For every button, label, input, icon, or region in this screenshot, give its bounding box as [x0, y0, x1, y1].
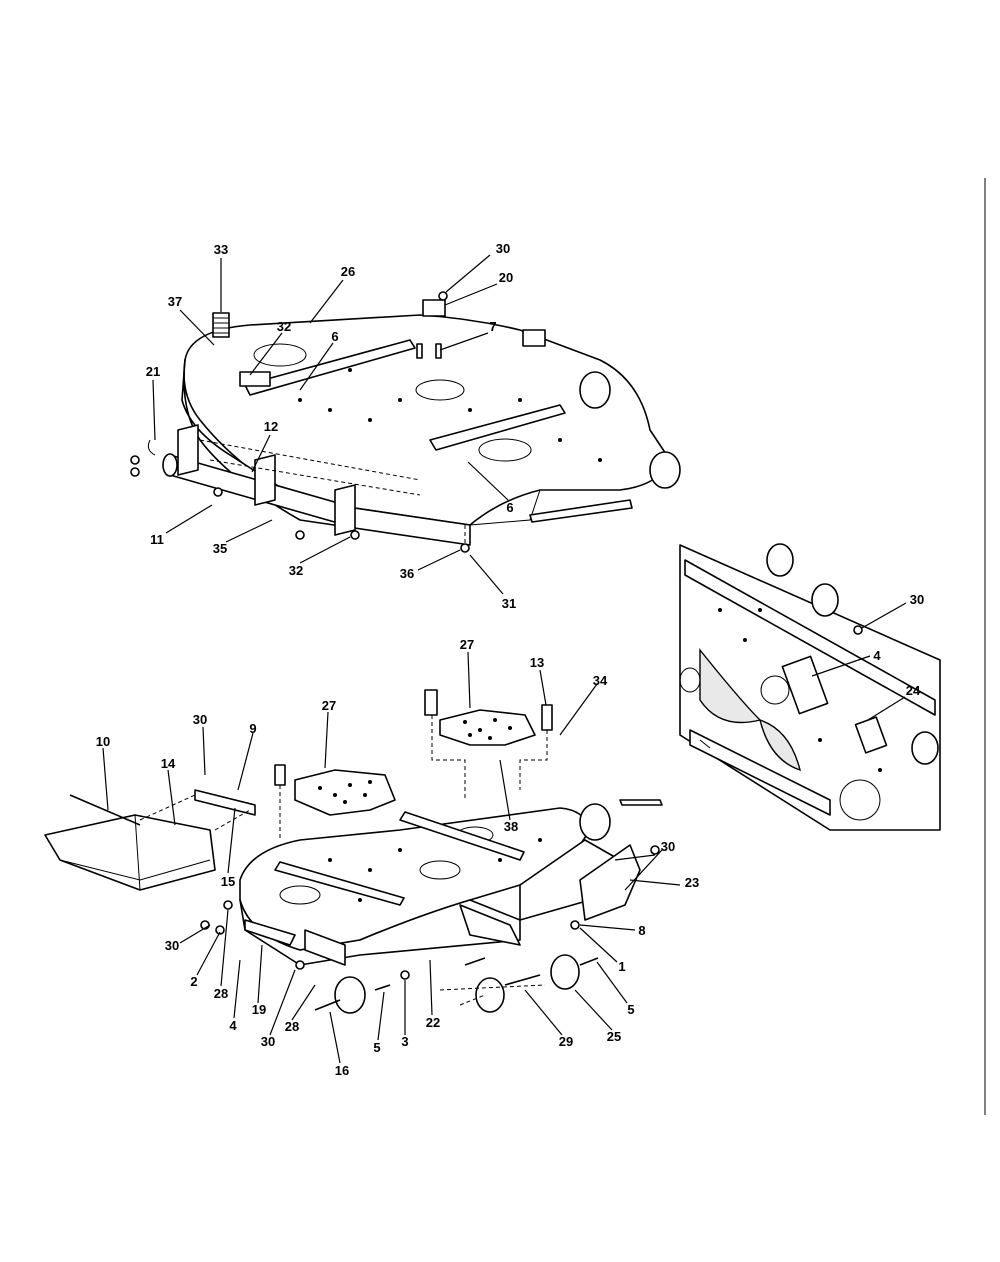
- front-wheel-1: [579, 371, 611, 409]
- callout-30: 30: [496, 241, 510, 256]
- front-brace: [529, 499, 633, 523]
- wheel-16: [334, 976, 366, 1014]
- callout-5-left: 5: [373, 1040, 380, 1055]
- lift-arm-left: [244, 339, 416, 396]
- callout-28-left: 28: [214, 986, 228, 1001]
- front-wheel-2: [649, 451, 681, 489]
- callout-7: 7: [489, 319, 496, 334]
- bracket-23: [579, 844, 641, 921]
- callout-4: 4: [229, 1018, 237, 1033]
- hinge-9: [194, 789, 256, 816]
- callout-30-lower-d: 30: [261, 1034, 275, 1049]
- callout-21: 21: [146, 364, 160, 379]
- callout-26: 26: [341, 264, 355, 279]
- callout-30-lower-b: 30: [661, 839, 675, 854]
- callout-36: 36: [400, 566, 414, 581]
- callout-1: 1: [618, 959, 625, 974]
- callout-10: 10: [96, 734, 110, 749]
- callout-20: 20: [499, 270, 513, 285]
- callout-27-right: 27: [460, 637, 474, 652]
- detail-view: [679, 543, 941, 831]
- pillow-block-20: [422, 299, 446, 317]
- lower-deck-assembly: [44, 689, 663, 1014]
- callout-27-left: 27: [322, 698, 336, 713]
- bracket-19: [244, 919, 296, 946]
- lower-callouts: 27 13 34 30 9 27 10 14 38 15 30 23 30 8 …: [96, 637, 699, 1078]
- callout-23: 23: [685, 875, 699, 890]
- spindle-opening-center: [415, 379, 465, 401]
- callout-15: 15: [221, 874, 235, 889]
- callout-13: 13: [530, 655, 544, 670]
- callout-32: 32: [277, 319, 291, 334]
- callout-35: 35: [213, 541, 227, 556]
- upper-callouts: 33 30 20 26 37 32 6 7 21 12 11 35 32 6 3…: [146, 241, 516, 611]
- cover-27-right: [439, 709, 536, 746]
- callout-11: 11: [150, 532, 164, 547]
- rod-10: [69, 794, 141, 826]
- callout-33: 33: [214, 242, 228, 257]
- pillow-block-rear: [522, 329, 546, 347]
- callout-8: 8: [638, 923, 645, 938]
- callout-25: 25: [607, 1029, 621, 1044]
- lower-leaders: [102, 651, 681, 1064]
- spindle-opening-right: [478, 438, 532, 462]
- callout-38: 38: [504, 819, 518, 834]
- roller-assembly: [130, 424, 360, 540]
- callout-34: 34: [593, 673, 608, 688]
- spring-33: [212, 312, 230, 338]
- callout-5-right: 5: [627, 1002, 634, 1017]
- upper-deck-assembly: [130, 291, 681, 553]
- bracket-left: [239, 371, 271, 387]
- callout-31: 31: [502, 596, 516, 611]
- callout-37: 37: [168, 294, 182, 309]
- wheel-29: [475, 977, 505, 1013]
- callout-30-lower-c: 30: [165, 938, 179, 953]
- callout-2: 2: [190, 974, 197, 989]
- callout-12: 12: [264, 419, 278, 434]
- spindle-opening-left: [253, 343, 307, 367]
- wheel-25: [550, 954, 580, 990]
- callout-22: 22: [426, 1015, 440, 1030]
- detail-callouts: 30 4 24: [873, 592, 924, 698]
- callout-16: 16: [335, 1063, 349, 1078]
- callout-29: 29: [559, 1034, 573, 1049]
- upper-leaders: [152, 254, 509, 595]
- callout-3: 3: [401, 1034, 408, 1049]
- callout-30-lower-a: 30: [193, 712, 207, 727]
- discharge-chute-14: [44, 814, 216, 891]
- callout-32-lower: 32: [289, 563, 303, 578]
- callout-28-right: 28: [285, 1019, 299, 1034]
- detail-leaders: [811, 602, 907, 721]
- callout-19: 19: [252, 1002, 266, 1017]
- callout-24-detail: 24: [906, 683, 921, 698]
- callout-4-detail: 4: [873, 648, 881, 663]
- callout-6: 6: [331, 329, 338, 344]
- callout-6-lower: 6: [506, 500, 513, 515]
- wheel-rear: [579, 803, 611, 841]
- callout-9: 9: [249, 721, 256, 736]
- callout-14: 14: [161, 756, 176, 771]
- lift-arm-right: [429, 404, 566, 451]
- callout-30-detail: 30: [910, 592, 924, 607]
- cover-27-left: [294, 769, 396, 816]
